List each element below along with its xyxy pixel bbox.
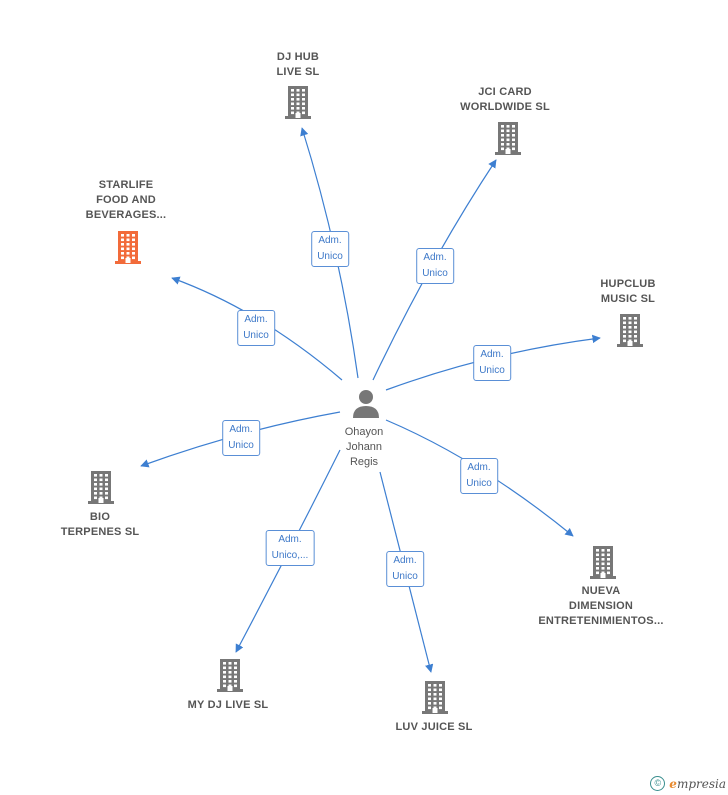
role-badge-line: Adm. — [278, 534, 302, 545]
role-badge-starlife-food[interactable]: Adm. Unico — [237, 310, 275, 346]
company-label-line: NUEVA — [581, 585, 621, 597]
building-icon[interactable] — [493, 120, 523, 161]
company-label-line: STARLIFE — [98, 179, 154, 191]
company-label-line: BIO — [89, 511, 111, 523]
role-badge-line: Adm. — [393, 555, 417, 566]
person-icon[interactable] — [351, 388, 381, 425]
company-label-line: JCI CARD — [478, 86, 532, 98]
company-label-jci-card-worldwide[interactable]: JCI CARD WORLDWIDE SL — [460, 85, 550, 115]
building-icon[interactable] — [113, 229, 143, 270]
company-label-line: WORLDWIDE SL — [460, 101, 550, 113]
company-label-nueva-dimension[interactable]: NUEVA DIMENSION ENTRETENIMIENTOS... — [538, 584, 663, 629]
role-badge-line: Adm. — [480, 349, 504, 360]
company-label-line: TERPENES SL — [60, 526, 140, 538]
company-label-line: DIMENSION — [568, 600, 634, 612]
role-badge-hupclub-music[interactable]: Adm. Unico — [473, 345, 511, 381]
role-badge-line: Adm. — [467, 462, 491, 473]
person-name-line: Johann — [345, 441, 383, 453]
role-badge-my-dj-live[interactable]: Adm. Unico,... — [265, 530, 315, 566]
company-label-line: FOOD AND — [96, 194, 156, 206]
building-icon[interactable] — [86, 469, 116, 510]
footer-brand: ©empresia — [650, 776, 726, 791]
role-badge-line: Adm. — [423, 252, 447, 263]
role-badge-line: Adm. — [244, 314, 268, 325]
role-badge-line: Unico — [392, 571, 418, 582]
company-label-bio-terpenes[interactable]: BIO TERPENES SL — [61, 510, 140, 540]
building-icon[interactable] — [420, 679, 450, 720]
role-badge-nueva-dimension[interactable]: Adm. Unico — [460, 458, 498, 494]
company-label-my-dj-live[interactable]: MY DJ LIVE SL — [188, 698, 269, 713]
building-icon[interactable] — [215, 657, 245, 698]
company-label-line: MUSIC SL — [600, 293, 656, 305]
role-badge-dj-hub-live[interactable]: Adm. Unico — [311, 231, 349, 267]
person-name-line: Ohayon — [344, 426, 384, 438]
company-label-line: DJ HUB — [276, 51, 320, 63]
building-icon[interactable] — [283, 84, 313, 125]
company-label-line: BEVERAGES... — [85, 209, 167, 221]
role-badge-bio-terpenes[interactable]: Adm. Unico — [222, 420, 260, 456]
role-badge-line: Unico,... — [271, 550, 309, 561]
company-label-line: MY DJ LIVE SL — [187, 699, 269, 711]
role-badge-line: Unico — [422, 268, 448, 279]
role-badge-jci-card-worldwide[interactable]: Adm. Unico — [416, 248, 454, 284]
role-badge-line: Unico — [466, 478, 492, 489]
role-badge-line: Adm. — [229, 424, 253, 435]
person-name-line: Regis — [349, 456, 379, 468]
brand-logo: empresia — [669, 776, 726, 791]
building-icon[interactable] — [615, 312, 645, 353]
company-label-starlife-food[interactable]: STARLIFE FOOD AND BEVERAGES... — [86, 178, 167, 223]
company-label-line: ENTRETENIMIENTOS... — [538, 615, 664, 627]
company-label-dj-hub-live[interactable]: DJ HUB LIVE SL — [277, 50, 320, 80]
company-label-line: LUV JUICE SL — [395, 721, 473, 733]
role-badge-line: Unico — [243, 330, 269, 341]
building-icon[interactable] — [588, 544, 618, 585]
role-badge-line: Unico — [479, 365, 505, 376]
company-label-hupclub-music[interactable]: HUPCLUB MUSIC SL — [600, 277, 655, 307]
role-badge-line: Adm. — [318, 235, 342, 246]
role-badge-luv-juice[interactable]: Adm. Unico — [386, 551, 424, 587]
role-badge-line: Unico — [228, 440, 254, 451]
company-label-luv-juice[interactable]: LUV JUICE SL — [396, 720, 473, 735]
company-label-line: HUPCLUB — [600, 278, 656, 290]
role-badge-line: Unico — [317, 251, 343, 262]
company-label-line: LIVE SL — [276, 66, 320, 78]
copyright-icon: © — [650, 776, 666, 791]
